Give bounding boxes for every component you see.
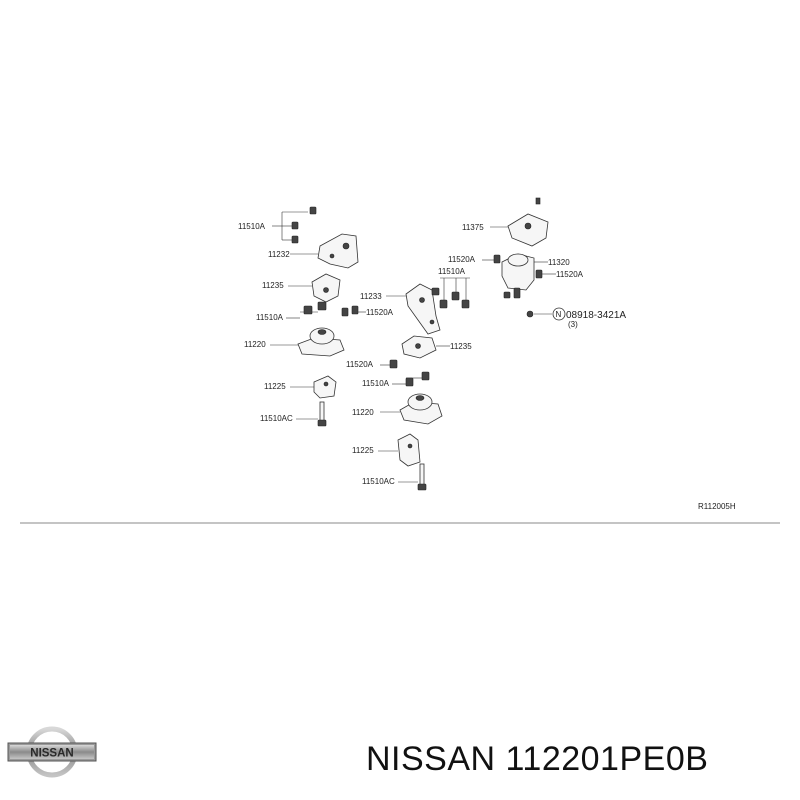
bolt-11520A-right-top: 11520A: [448, 254, 501, 264]
bracket-11225-left: 11225: [264, 375, 337, 399]
bolt-11520A-lower: 11520A: [346, 359, 398, 369]
bolt-11510A-left: 11510A: [256, 301, 327, 322]
mount-11220-center: 11220: [352, 393, 443, 425]
label-11510A-center: 11510A: [438, 267, 466, 276]
mount-11220-left: 11220: [244, 327, 345, 357]
bolt-group-11510A-center: 11510A: [431, 267, 470, 309]
bracket-11235-left: 11235: [262, 273, 341, 303]
label-11235-center: 11235: [450, 342, 472, 351]
label-11520A-center: 11520A: [366, 308, 394, 317]
label-11510A-left: 11510A: [256, 313, 284, 322]
label-11232: 11232: [268, 250, 290, 259]
label-quantity: (3): [568, 320, 578, 329]
label-11375: 11375: [462, 223, 484, 232]
label-11510AC-center: 11510AC: [362, 477, 395, 486]
mount-11320: 11320: [501, 253, 570, 299]
bolt-11510AC-center: 11510AC: [362, 463, 427, 491]
label-11520A-lower: 11520A: [346, 360, 374, 369]
bracket-11233: 11233: [360, 283, 441, 335]
label-11233: 11233: [360, 292, 382, 301]
bracket-11225-center: 11225: [352, 433, 421, 467]
part-number-title: NISSAN 112201PE0B: [366, 740, 709, 778]
label-11220-center: 11220: [352, 408, 374, 417]
bolt-11510AC-left: 11510AC: [260, 401, 327, 427]
bolt-11520A-right-lower: 11520A: [503, 269, 584, 299]
label-11520A-right-lower: 11520A: [556, 270, 584, 279]
bolt-group-11510A-top: 11510A: [238, 206, 317, 244]
label-11510AC-left: 11510AC: [260, 414, 293, 423]
label-nut-prefix: N: [556, 310, 562, 319]
label-11225-center: 11225: [352, 446, 374, 455]
label-11220-left: 11220: [244, 340, 266, 349]
label-11235-left: 11235: [262, 281, 284, 290]
label-11520A-right-top: 11520A: [448, 255, 476, 264]
reference-code: R112005H: [698, 502, 736, 511]
bracket-11232: 11232: [268, 233, 359, 269]
nut-08918-3421A: N 08918-3421A (3): [526, 307, 626, 329]
parts-diagram: 11510A 11232 11235 11510A 11220: [20, 197, 780, 524]
logo-wordmark: NISSAN: [30, 748, 73, 760]
label-11510A-top: 11510A: [238, 222, 266, 231]
bolt-11510A-lower: 11510A: [362, 371, 430, 388]
label-11225-left: 11225: [264, 382, 286, 391]
label-08918-3421A: 08918-3421A: [566, 310, 626, 321]
nissan-logo: NISSAN: [7, 726, 97, 778]
label-11510A-lower: 11510A: [362, 379, 390, 388]
bracket-11375: 11375: [462, 197, 549, 247]
bolt-11520A-center: 11520A: [341, 305, 394, 317]
bracket-11235-center: 11235: [401, 335, 472, 359]
label-11320: 11320: [548, 258, 570, 267]
